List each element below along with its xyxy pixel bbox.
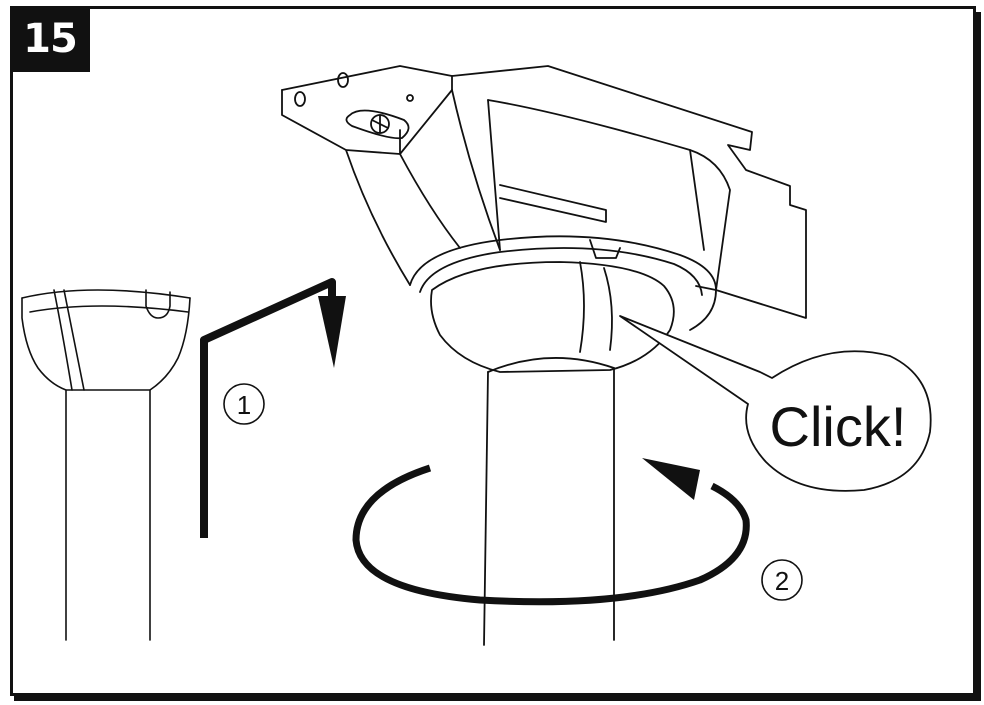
step1-circle (223, 383, 265, 425)
click-speech-bubble (619, 315, 932, 492)
rotate-arrow (352, 464, 750, 606)
click-label: Click! (770, 395, 907, 458)
insert-arrow-head (318, 296, 346, 368)
step2-label: 2 (775, 566, 789, 596)
separate-pole (21, 289, 191, 641)
step1-label: 1 (237, 390, 251, 420)
step-number-badge: 15 (10, 6, 90, 72)
frame-shadow-right (976, 12, 981, 699)
rotate-arrow-head (642, 458, 700, 500)
frame-shadow-bottom (14, 696, 981, 701)
insert-arrow (200, 278, 336, 538)
step2-circle (761, 559, 803, 601)
diagram-frame (10, 6, 976, 696)
